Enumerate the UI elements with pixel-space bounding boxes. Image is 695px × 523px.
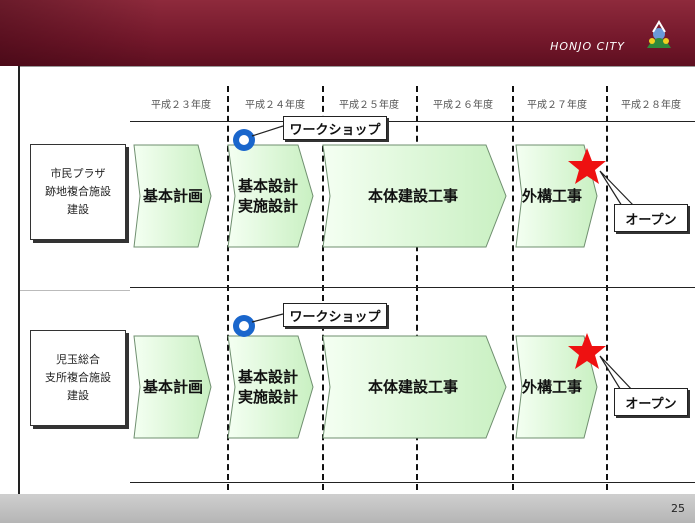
header-shade	[0, 0, 160, 66]
header-separator	[130, 121, 695, 122]
row-separator	[130, 287, 695, 288]
page-number: 25	[671, 502, 685, 515]
city-emblem-icon	[647, 20, 671, 48]
opening-callout: オープン	[614, 204, 688, 232]
year-label: 平成２７年度	[527, 100, 587, 111]
phase-arrow	[227, 335, 314, 439]
year-label: 平成２４年度	[245, 100, 305, 111]
phase-arrow	[133, 335, 212, 439]
phase-label: 基本設計 実施設計	[237, 177, 298, 215]
phase-label: 外構工事	[521, 378, 582, 396]
city-name: HONJO CITY	[550, 40, 625, 53]
workshop-marker-icon	[233, 125, 284, 151]
phase-label: 基本計画	[142, 187, 203, 205]
header-rule	[20, 66, 695, 67]
year-divider	[416, 86, 418, 490]
left-row-separator	[20, 290, 130, 291]
phase-label: 本体建設工事	[367, 187, 458, 205]
phase-arrow	[322, 335, 507, 439]
phase-label: 本体建設工事	[367, 378, 458, 396]
year-label: 平成２３年度	[151, 100, 211, 111]
left-frame-line	[18, 66, 20, 494]
callout-pointer	[599, 170, 636, 207]
row-label-box: 市民プラザ 跡地複合施設 建設	[30, 144, 126, 240]
row-label-box: 児玉総合 支所複合施設 建設	[30, 330, 126, 426]
phase-label: 基本設計 実施設計	[237, 368, 298, 406]
opening-star-icon	[568, 148, 606, 184]
phase-arrow	[227, 144, 314, 248]
year-label: 平成２６年度	[433, 100, 493, 111]
header-banner: HONJO CITY	[0, 0, 695, 66]
row-label-text: 市民プラザ 跡地複合施設 建設	[45, 167, 111, 216]
year-divider	[322, 86, 324, 490]
footer-bar: 25	[0, 494, 695, 523]
bottom-separator	[130, 482, 695, 483]
phase-label: 外構工事	[521, 187, 582, 205]
year-divider	[227, 86, 229, 490]
phase-arrow	[515, 335, 598, 439]
phase-arrow	[322, 144, 507, 248]
year-label: 平成２５年度	[339, 100, 399, 111]
year-label: 平成２８年度	[621, 100, 681, 111]
year-divider	[606, 86, 608, 490]
opening-callout: オープン	[614, 388, 688, 416]
phase-label: 基本計画	[142, 378, 203, 396]
opening-star-icon	[568, 333, 606, 369]
workshop-marker-icon	[233, 313, 284, 337]
callout-pointer	[599, 355, 636, 393]
workshop-callout: ワークショップ	[283, 303, 387, 327]
phase-arrow	[133, 144, 212, 248]
phase-arrow	[515, 144, 598, 248]
workshop-callout: ワークショップ	[283, 116, 387, 140]
row-label-text: 児玉総合 支所複合施設 建設	[45, 353, 111, 402]
year-divider	[512, 86, 514, 490]
